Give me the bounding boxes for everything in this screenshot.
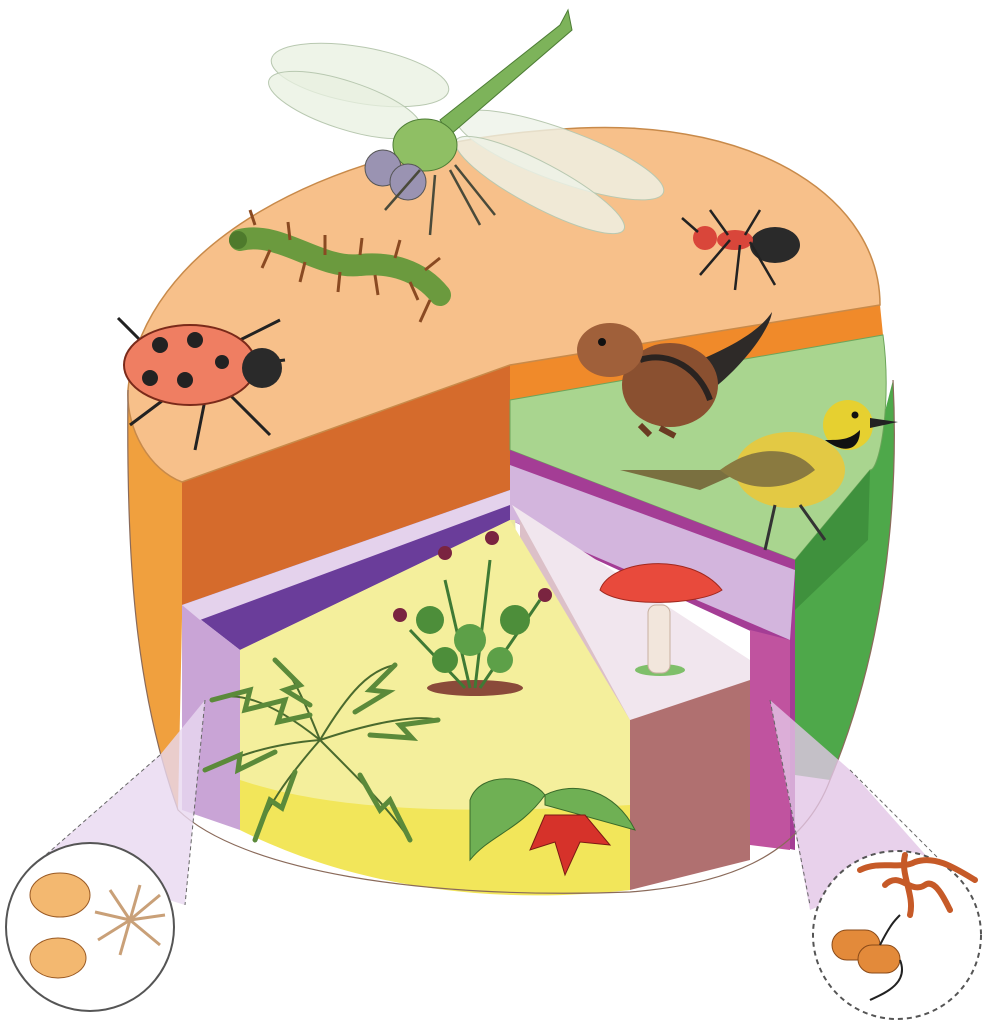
ladybug-spot-4	[177, 372, 193, 388]
ladybug-spot-5	[215, 355, 229, 369]
clover-leaf-1	[416, 606, 444, 634]
clover-leaf-5	[432, 647, 458, 673]
bacteria-rod-2	[858, 945, 900, 973]
ladybug-spot-3	[142, 370, 158, 386]
mushroom-stem	[648, 605, 670, 673]
protist-circle	[6, 843, 174, 1011]
ladybug-head	[242, 348, 282, 388]
ladybug-spot-2	[187, 332, 203, 348]
warbler-eye	[852, 412, 859, 419]
clover-leaf-4	[487, 647, 513, 673]
centipede-head	[229, 231, 247, 249]
clover-flower-1	[438, 546, 452, 560]
clover-flower-4	[393, 608, 407, 622]
dragonfly-thorax	[393, 119, 457, 171]
chipmunk-head	[577, 323, 643, 377]
ladybug-spot-1	[152, 337, 168, 353]
protist-magnifier	[6, 700, 205, 1011]
protist-cell-2	[30, 938, 86, 978]
chipmunk-eye	[598, 338, 606, 346]
clover-leaf-2	[454, 624, 486, 656]
clover-flower-2	[485, 531, 499, 545]
protist-cell-1	[30, 873, 90, 917]
clover-flower-3	[538, 588, 552, 602]
ant-abdomen	[750, 227, 800, 263]
clover-leaf-3	[500, 605, 530, 635]
bacteria-magnifier	[770, 700, 981, 1019]
